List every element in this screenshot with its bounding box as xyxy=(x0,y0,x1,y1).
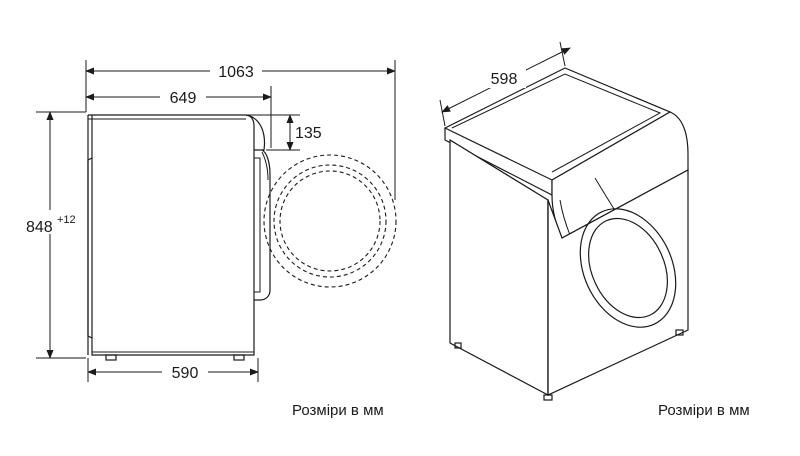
dimension-width: 598 xyxy=(439,41,571,127)
dimension-door-offset: 135 xyxy=(248,114,322,151)
dimension-depth-base: 590 xyxy=(87,358,259,382)
side-view-caption: Розміри в мм xyxy=(292,402,384,419)
dimension-height: 848 +12 xyxy=(20,111,86,359)
width-label: 598 xyxy=(491,71,518,88)
height-tolerance-label: +12 xyxy=(57,214,76,226)
side-view: 1063 649 135 848 +12 xyxy=(20,60,397,382)
height-label: 848 xyxy=(26,219,53,236)
dimension-depth-with-door: 649 xyxy=(85,86,272,148)
dimension-depth-total: 1063 xyxy=(85,60,396,200)
depth-with-door-label: 649 xyxy=(170,90,197,107)
perspective-machine-body xyxy=(443,67,689,401)
depth-total-label: 1063 xyxy=(218,64,254,81)
depth-base-label: 590 xyxy=(172,365,199,382)
perspective-view-caption: Розміри в мм xyxy=(658,402,750,419)
door-swing-circle xyxy=(263,154,397,288)
perspective-view: 598 xyxy=(439,41,689,401)
side-view-machine-body xyxy=(87,114,271,361)
door-offset-label: 135 xyxy=(295,125,322,142)
